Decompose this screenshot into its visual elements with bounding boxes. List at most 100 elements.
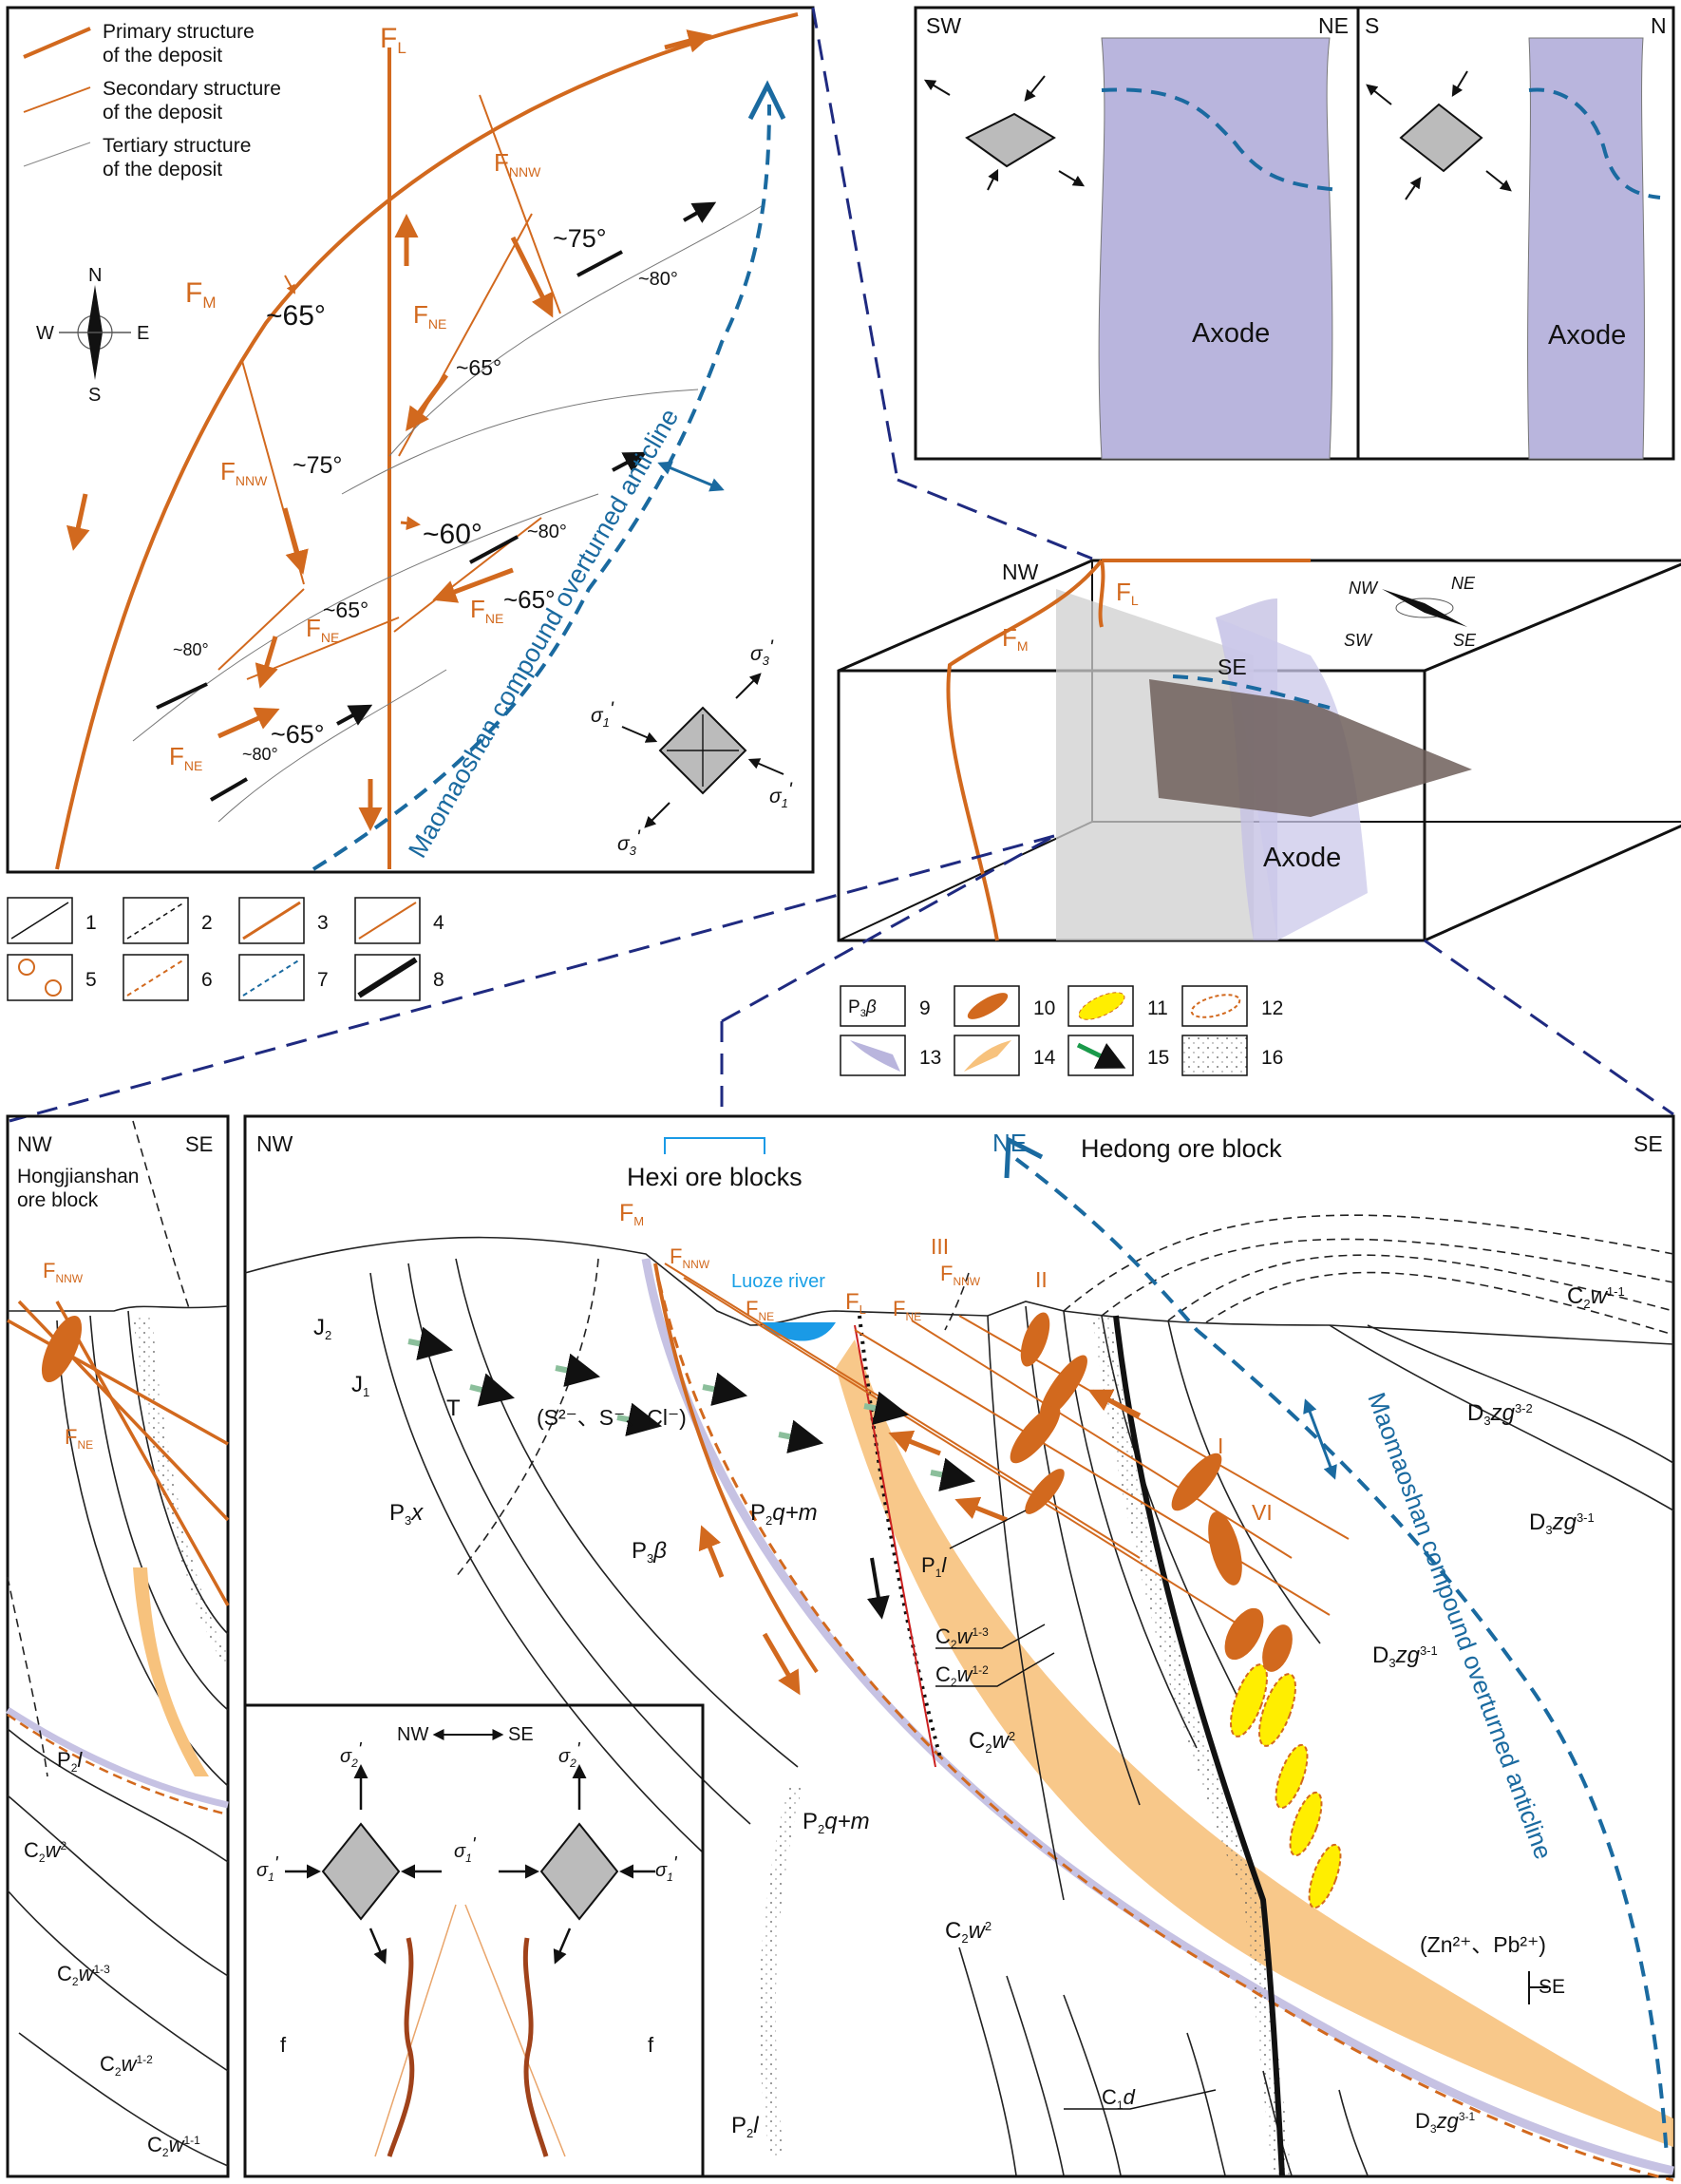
legend-15: 15 xyxy=(1067,1035,1169,1076)
axode-slab-2 xyxy=(1527,37,1645,460)
strat-j1: J1 xyxy=(351,1372,369,1399)
svg-text:1: 1 xyxy=(85,912,97,934)
legend-secondary-2: of the deposit xyxy=(103,102,222,123)
svg-text:14: 14 xyxy=(1033,1047,1056,1069)
stress-diamond-map: σ3' σ1' σ1' σ3' xyxy=(591,636,793,858)
main-fm xyxy=(653,1263,819,1674)
fl-3d xyxy=(1098,558,1311,628)
legend-10: 10 xyxy=(954,985,1055,1027)
svg-text:16: 16 xyxy=(1261,1047,1283,1069)
legend-16: 16 xyxy=(1181,1035,1283,1076)
legend-secondary-1: Secondary structure xyxy=(103,78,281,100)
dip-65-5: ~65° xyxy=(271,720,325,749)
inset-sigma2-left: σ2' xyxy=(340,1739,363,1770)
block-fm: FM xyxy=(1002,623,1029,654)
left-fne: FNE xyxy=(65,1425,93,1452)
inset-diamond-left xyxy=(321,1822,401,1921)
main-nw: NW xyxy=(256,1131,293,1156)
stress-diamond-axode-2 xyxy=(1399,103,1483,173)
strat-c2w13: C2w1-3 xyxy=(935,1624,989,1651)
dip-80-3: ~80° xyxy=(173,640,209,659)
luoze-river-water xyxy=(760,1322,836,1341)
left-section: NW SE Hongjianshan ore block FNNW FNE P2… xyxy=(6,1114,230,2178)
compass-e: E xyxy=(137,323,149,344)
main-fne-label-1: FNE xyxy=(746,1297,774,1323)
flow-3d xyxy=(1172,674,1331,710)
strat-c1d: C1d xyxy=(1102,2085,1136,2112)
sigma3-bottom: σ3' xyxy=(617,826,641,858)
strat-p2qm: P2q+m xyxy=(750,1500,818,1528)
inset-sigma1-right: σ1' xyxy=(655,1853,678,1884)
block-compass-needle-icon xyxy=(1382,589,1467,627)
map-panel: Primary structure of the deposit Seconda… xyxy=(6,6,815,874)
block-compass-nw: NW xyxy=(1349,579,1379,598)
dip-75-2: ~75° xyxy=(293,452,342,479)
compass-s: S xyxy=(88,385,101,406)
inset-nw: NW xyxy=(397,1724,428,1745)
fault-fne-1 xyxy=(398,213,533,457)
label-fne-2: FNE xyxy=(470,595,503,626)
strat-d3zg32: D3zg3-2 xyxy=(1467,1400,1533,1428)
legend-4: 4 xyxy=(354,897,444,944)
legend-12: 12 xyxy=(1181,985,1283,1027)
label-fne-3: FNE xyxy=(306,614,339,645)
block-nw: NW xyxy=(1002,560,1039,584)
inset-sigma1-left: σ1' xyxy=(256,1853,279,1884)
tertiary-structure-4 xyxy=(217,669,447,823)
dip-80-4: ~80° xyxy=(242,745,278,764)
label-fne-1: FNE xyxy=(413,300,446,332)
tertiary-structure-1 xyxy=(388,203,765,457)
ions-right: (Zn²⁺、Pb²⁺) xyxy=(1420,1932,1546,1957)
inset-diamond-right xyxy=(539,1822,619,1921)
left-se: SE xyxy=(185,1132,213,1156)
ore-bodies-sulfide xyxy=(1230,1663,1342,1909)
block-compass-sw: SW xyxy=(1344,631,1373,650)
main-fne-label-2: FNE xyxy=(893,1297,921,1323)
ions-left: (S²⁻、S⁻、Cl⁻) xyxy=(537,1405,687,1430)
strat-p3b: P3β xyxy=(632,1538,667,1566)
strat-d3zg31-bottom: D3zg3-1 xyxy=(1415,2109,1475,2136)
strat-c2w11: C2w1-1 xyxy=(1567,1283,1625,1311)
sigma3-top: σ3' xyxy=(750,636,774,668)
axode-ne: NE xyxy=(1318,13,1349,38)
compass-w: W xyxy=(36,323,54,344)
block-fl: FL xyxy=(1116,578,1139,608)
fold-axis-arrow xyxy=(657,461,725,492)
dip-60: ~60° xyxy=(423,519,482,550)
vein-right xyxy=(522,1937,549,2157)
sigma1-right: σ1' xyxy=(769,779,793,810)
svg-text:12: 12 xyxy=(1261,997,1283,1019)
left-fnnw: FNNW xyxy=(43,1259,84,1285)
legend-primary-1: Primary structure xyxy=(103,21,255,43)
roman-iii: III xyxy=(931,1234,949,1259)
left-c2w2: C2w2 xyxy=(24,1838,66,1865)
main-ne: NE xyxy=(992,1129,1027,1157)
block-diagram: NW SE Axode FL FM NW NE SW SE xyxy=(837,558,1681,942)
svg-text:4: 4 xyxy=(433,912,444,934)
left-c2w11: C2w1-1 xyxy=(147,2133,200,2159)
legend-8: 8 xyxy=(354,954,444,1001)
svg-text:3: 3 xyxy=(317,912,329,934)
axode-slab-1 xyxy=(1098,37,1333,460)
strat-d3zg31-mid: D3zg3-1 xyxy=(1372,1643,1438,1670)
strat-p2l: P2l xyxy=(731,2113,759,2140)
roman-i: I xyxy=(1218,1434,1223,1458)
compass-n: N xyxy=(88,265,102,286)
strat-p1l: P1l xyxy=(921,1553,947,1580)
strat-p2qm-lower: P2q+m xyxy=(803,1809,870,1836)
block-se: SE xyxy=(1218,655,1247,679)
dip-75-1: ~75° xyxy=(553,224,607,253)
legend-6: 6 xyxy=(123,954,213,1001)
legend-7: 7 xyxy=(238,954,329,1001)
inset-sigma1-mid: σ1' xyxy=(454,1834,477,1865)
svg-text:8: 8 xyxy=(433,969,444,991)
main-fnnw-label-2: FNNW xyxy=(940,1262,981,1288)
dip-65-4: ~65° xyxy=(323,598,368,622)
roman-vi: VI xyxy=(1252,1500,1273,1525)
legend-3: 3 xyxy=(238,897,329,944)
svg-text:5: 5 xyxy=(85,969,97,991)
tertiary-structure-3 xyxy=(132,493,599,742)
anticline-label-map: Maomaoshan compound overturned anticline xyxy=(403,404,684,863)
axode-n: N xyxy=(1651,13,1667,38)
